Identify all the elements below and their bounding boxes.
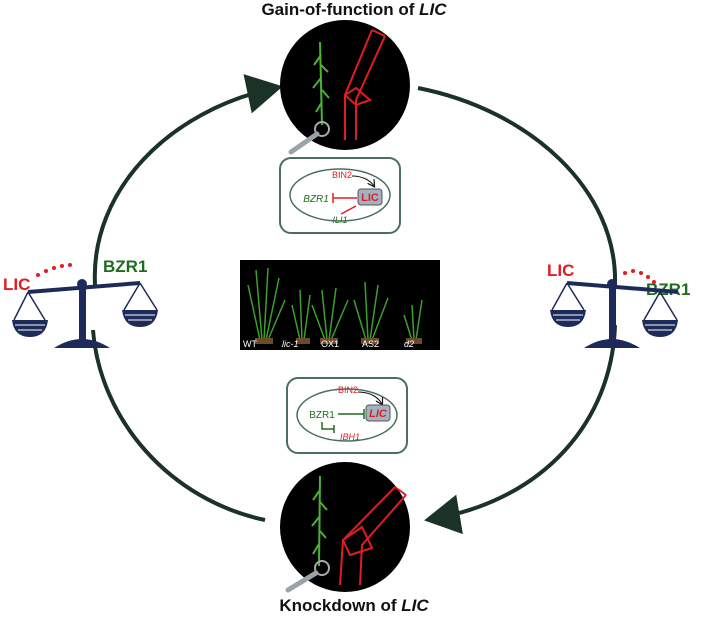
top-ili1-inhibit <box>340 205 357 215</box>
top-ili1-label: ILI1 <box>332 215 347 225</box>
lamina-joint-bottom <box>339 486 407 586</box>
bottom-lic-label: LIC <box>369 408 388 420</box>
plant-label-as2: AS2 <box>362 339 379 349</box>
knockdown-title: Knockdown of LIC <box>0 596 708 616</box>
bottom-title-prefix: Knockdown of <box>279 596 402 615</box>
top-lic-box <box>357 188 383 206</box>
plant-label-lic1: lic-1 <box>282 339 299 349</box>
right-balance-scale: LIC BZR1 <box>547 261 690 348</box>
bottom-lic-box <box>365 404 391 422</box>
bottom-bin2-label: BIN2 <box>338 385 358 395</box>
left-balance-scale: LIC BZR1 <box>3 257 158 348</box>
top-title-gene: LIC <box>419 0 447 19</box>
top-lic-label: LIC <box>361 192 379 204</box>
bottom-model-box: BIN2 BZR1 LIC IBH1 <box>286 377 408 454</box>
rice-panicle-bottom <box>311 475 328 567</box>
top-bin2-label: BIN2 <box>332 170 352 180</box>
bottom-bzr1-label: BZR1 <box>309 410 335 421</box>
magnifier-top <box>288 121 330 155</box>
arc-left-lower <box>91 329 266 522</box>
magnifier-bottom <box>285 560 330 593</box>
rice-panicle-top <box>312 41 330 126</box>
arc-right-lower <box>424 324 617 535</box>
top-bzr1-label: BZR1 <box>303 194 329 205</box>
plant-label-ox1: OX1 <box>321 339 339 349</box>
bottom-ibh1-label: IBH1 <box>340 432 360 442</box>
arc-right-upper <box>417 86 618 286</box>
right-balance-dots <box>623 269 656 284</box>
plant-label-wt: WT <box>243 339 257 349</box>
plant-label-d2: d2 <box>404 339 414 349</box>
gain-of-function-title: Gain-of-function of LIC <box>0 0 708 20</box>
top-circle-image <box>280 20 410 155</box>
cycle-arcs <box>91 74 618 535</box>
bottom-ibh1-inhibit <box>321 422 334 430</box>
top-bin2-arrow <box>351 175 374 186</box>
right-balance-lic-label: LIC <box>547 261 574 280</box>
bottom-title-gene: LIC <box>401 596 429 615</box>
lamina-joint-top <box>343 29 386 140</box>
top-model-box: BIN2 BZR1 LIC ILI1 <box>279 157 401 234</box>
left-balance-lic-label: LIC <box>3 275 30 294</box>
left-balance-dots <box>36 263 72 277</box>
bottom-bin2-arrow <box>357 391 382 404</box>
bottom-circle-image <box>280 462 410 593</box>
left-balance-bzr1-label: BZR1 <box>103 257 147 276</box>
top-title-prefix: Gain-of-function of <box>261 0 420 19</box>
arc-left-upper <box>92 74 283 286</box>
plant-photo: WT lic-1 OX1 AS2 d2 <box>240 260 440 350</box>
